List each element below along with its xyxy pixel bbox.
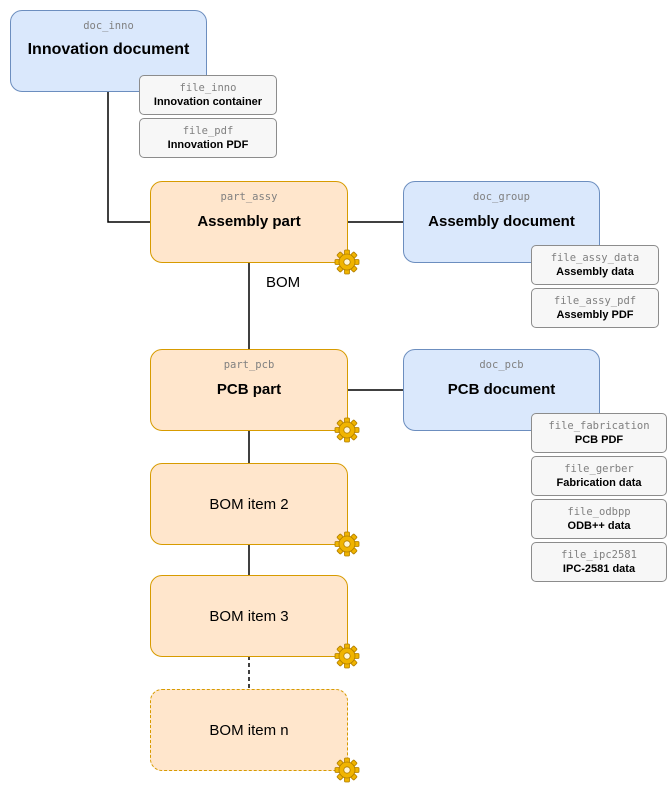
file-inno-container[interactable]: file_inno Innovation container xyxy=(139,75,277,115)
assembly-part-title: Assembly part xyxy=(197,213,301,230)
assembly-document-title: Assembly document xyxy=(428,213,575,230)
assembly-document-id: doc_group xyxy=(473,191,530,203)
file-id: file_inno xyxy=(179,82,237,94)
file-label: PCB PDF xyxy=(574,434,624,446)
file-id: file_odbpp xyxy=(567,506,631,518)
assembly-part-id: part_assy xyxy=(220,191,278,203)
connector-inno-assy xyxy=(107,92,150,223)
file-label: Fabrication data xyxy=(556,477,642,489)
innovation-document-node[interactable]: doc_inno Innovation document xyxy=(10,10,207,92)
gear-icon xyxy=(334,249,360,275)
file-id: file_assy_data xyxy=(550,252,640,264)
bom-item-n-title: BOM item n xyxy=(209,722,289,739)
file-id: file_pdf xyxy=(182,125,234,137)
bom-item-3-title: BOM item 3 xyxy=(209,608,289,625)
pcb-part-node[interactable]: part_pcb PCB part xyxy=(150,349,348,431)
file-id: file_gerber xyxy=(564,463,634,475)
bom-item-2-node[interactable]: BOM item 2 xyxy=(150,463,348,545)
innovation-document-id: doc_inno xyxy=(83,20,134,32)
bom-item-2-title: BOM item 2 xyxy=(209,496,289,513)
assembly-document-node[interactable]: doc_group Assembly document xyxy=(403,181,600,263)
assembly-part-node[interactable]: part_assy Assembly part xyxy=(150,181,348,263)
file-odbpp[interactable]: file_odbpp ODB++ data xyxy=(531,499,667,539)
pcb-document-id: doc_pcb xyxy=(479,359,524,371)
file-label: ODB++ data xyxy=(567,520,631,532)
file-label: Assembly data xyxy=(556,266,634,278)
file-id: file_assy_pdf xyxy=(553,295,637,307)
pcb-part-title: PCB part xyxy=(216,381,282,398)
file-id: file_ipc2581 xyxy=(561,549,637,561)
file-inno-pdf[interactable]: file_pdf Innovation PDF xyxy=(139,118,277,158)
gear-icon xyxy=(334,531,360,557)
gear-icon xyxy=(334,643,360,669)
pcb-part-id: part_pcb xyxy=(223,359,275,371)
file-label: IPC-2581 data xyxy=(562,563,636,575)
file-label: Assembly PDF xyxy=(556,309,634,321)
file-assy-pdf[interactable]: file_assy_pdf Assembly PDF xyxy=(531,288,659,328)
pcb-document-title: PCB document xyxy=(447,381,556,398)
file-assy-data[interactable]: file_assy_data Assembly data xyxy=(531,245,659,285)
file-id: file_fabrication xyxy=(548,420,650,432)
file-ipc2581[interactable]: file_ipc2581 IPC-2581 data xyxy=(531,542,667,582)
bom-item-n-node[interactable]: BOM item n xyxy=(150,689,348,771)
gear-icon xyxy=(334,417,360,443)
bom-item-3-node[interactable]: BOM item 3 xyxy=(150,575,348,657)
file-label: Innovation container xyxy=(153,96,263,108)
bom-edge-label: BOM xyxy=(264,274,303,291)
gear-icon xyxy=(334,757,360,783)
file-fabrication[interactable]: file_fabrication PCB PDF xyxy=(531,413,667,453)
file-gerber[interactable]: file_gerber Fabrication data xyxy=(531,456,667,496)
innovation-document-title: Innovation document xyxy=(27,41,190,58)
file-label: Innovation PDF xyxy=(167,139,249,151)
